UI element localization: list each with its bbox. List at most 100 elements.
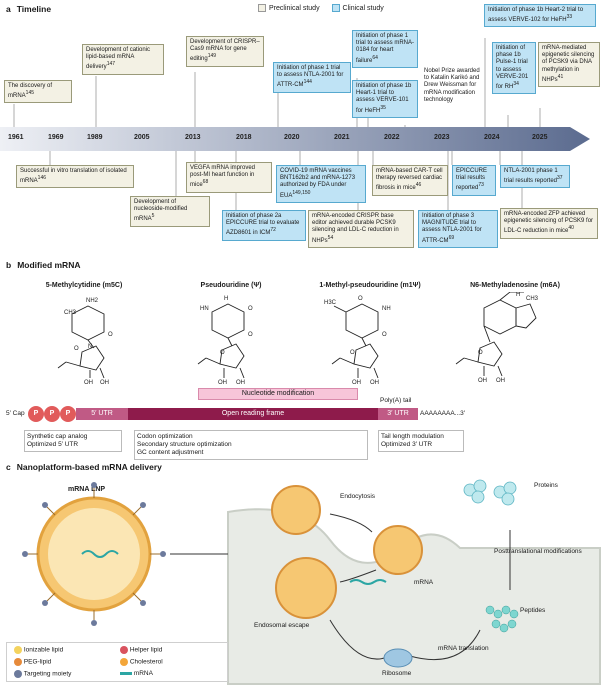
event-2013-crispr: Development of CRISPR–Cas9 mRNA for gene… <box>186 36 264 67</box>
year-2018: 2018 <box>236 134 252 141</box>
translation-label: mRNA translation <box>438 645 489 652</box>
svg-text:O: O <box>358 296 363 302</box>
event-2020-ntla: Initiation of phase 1 trial to assess NT… <box>273 62 351 93</box>
svg-text:O: O <box>248 332 253 338</box>
m6a-ring-5 <box>515 303 537 329</box>
opt-tail-1: Tail length modulation <box>381 433 444 440</box>
svg-text:H: H <box>516 292 520 298</box>
event-2005: Development of nucleoside-modified mRNA5 <box>130 196 210 227</box>
orf-segment: Open reading frame <box>128 408 378 420</box>
year-2005: 2005 <box>134 134 150 141</box>
svg-text:O: O <box>350 350 355 356</box>
mrna-icon <box>120 671 132 675</box>
svg-text:N: N <box>88 344 92 350</box>
timeline-connectors <box>13 38 541 210</box>
event-2018-epiccure: Initiation of phase 2a EPICCURE trial to… <box>222 210 306 241</box>
event-1969: Successful in vitro translation of isola… <box>16 165 134 189</box>
event-2020-covid: COVID-19 mRNA vaccines BNT162b2 and mRNA… <box>276 165 366 203</box>
event-2022-cart: mRNA-based CAR-T cell therapy reversed c… <box>372 165 448 196</box>
event-1961: The discovery of mRNA145 <box>4 80 72 104</box>
cap-optimization-box: Synthetic cap analog Optimized 5′ UTR <box>24 430 122 452</box>
m6a-ring-6 <box>483 299 517 335</box>
m5c-ring <box>71 305 105 341</box>
svg-text:O: O <box>108 332 113 338</box>
endocytosis-label: Endocytosis <box>340 493 376 500</box>
legend-helper: Helper lipid <box>120 646 162 654</box>
opt-orf-1: Codon optimization <box>137 433 193 440</box>
svg-text:OH: OH <box>370 380 379 386</box>
legend-mrna: mRNA <box>120 670 153 677</box>
label-m1psi: 1-Methyl-pseudouridine (m1Ψ) <box>319 282 421 289</box>
label-m6a: N6-Methyladenosine (m6A) <box>470 282 560 289</box>
svg-text:OH: OH <box>236 380 245 386</box>
legend-targeting: Targeting moiety <box>14 670 71 678</box>
event-2023-epiccure-results: EPICCURE trial results reported73 <box>452 165 496 196</box>
targeting-moiety-icon <box>14 670 22 678</box>
cholesterol-icon <box>120 658 128 666</box>
phosphate-1: P <box>28 406 44 422</box>
peg-lipid-icon <box>14 658 22 666</box>
endosome-1 <box>373 525 423 575</box>
opt-orf-2: Secondary structure optimization <box>137 441 232 448</box>
svg-text:HN: HN <box>200 306 209 312</box>
year-2023: 2023 <box>434 134 450 141</box>
year-2013: 2013 <box>185 134 201 141</box>
event-2024-ntla-results: NTLA-2001 phase 1 trial results reported… <box>500 165 570 189</box>
svg-text:OH: OH <box>478 378 487 384</box>
legend-peg: PEG-lipid <box>14 658 51 666</box>
ribosome-label: Ribosome <box>382 670 412 677</box>
lnp-vesicle-top <box>271 485 321 535</box>
year-2020: 2020 <box>284 134 300 141</box>
event-2021-base-editor: mRNA-encoded CRISPR base editor achieved… <box>308 210 414 248</box>
svg-text:O: O <box>74 346 79 352</box>
ionizable-lipid-icon <box>14 646 22 654</box>
year-2022: 2022 <box>384 134 400 141</box>
lnp-label: mRNA LNP <box>68 486 106 493</box>
svg-text:H: H <box>224 296 228 302</box>
svg-text:OH: OH <box>218 380 227 386</box>
mrna-lnp <box>22 482 166 626</box>
released-mrna <box>349 579 387 585</box>
svg-text:OH: OH <box>496 378 505 384</box>
delivery-diagram <box>22 479 601 685</box>
event-2024-verve201: Initiation of phase 1b Pulse-1 trial to … <box>492 42 536 95</box>
polya-label: Poly(A) tail <box>380 397 412 404</box>
svg-text:O: O <box>220 350 225 356</box>
event-2024-verve102: Initiation of phase 1b Heart-2 trial to … <box>484 4 596 28</box>
nucleotide-modification-band: Nucleotide modification <box>198 388 358 400</box>
endosome-2 <box>275 557 337 619</box>
year-1961: 1961 <box>8 134 24 141</box>
lnp-legend <box>6 642 228 682</box>
utr3-segment: 3′ UTR <box>378 408 418 420</box>
ptm-label: Posttranslational modifications <box>494 548 582 555</box>
opt-cap-2: Optimized 5′ UTR <box>27 441 79 448</box>
clinical-swatch <box>331 4 340 12</box>
event-2013-vegfa: VEGFA mRNA improved post-MI heart functi… <box>186 162 272 193</box>
peptides-label: Peptides <box>520 607 546 614</box>
timeline-arrow <box>0 127 590 151</box>
svg-text:O: O <box>382 332 387 338</box>
event-1989: Development of cationic lipid-based mRNA… <box>82 44 164 75</box>
year-1969: 1969 <box>48 134 64 141</box>
utr5-segment: 5′ UTR <box>76 408 128 420</box>
escape-label: Endosomal escape <box>254 622 310 629</box>
year-1989: 1989 <box>87 134 103 141</box>
legend-ionizable: Ionizable lipid <box>14 646 63 654</box>
svg-text:OH: OH <box>352 380 361 386</box>
svg-text:OH: OH <box>84 380 93 386</box>
year-2021: 2021 <box>334 134 350 141</box>
legend-cholesterol: Cholesterol <box>120 658 163 666</box>
peptides <box>485 605 519 633</box>
mrna-label: mRNA <box>414 579 434 586</box>
event-2022-verve101: Initiation of phase 1b Heart-1 trial to … <box>352 80 418 118</box>
proteins-label: Proteins <box>534 482 558 489</box>
polya-sequence: AAAAAAAA...3′ <box>420 410 465 417</box>
phosphate-2: P <box>44 406 60 422</box>
orf-optimization-box: Codon optimization Secondary structure o… <box>134 430 368 460</box>
svg-text:CH3: CH3 <box>526 296 539 302</box>
m6a-sugar <box>477 341 503 367</box>
